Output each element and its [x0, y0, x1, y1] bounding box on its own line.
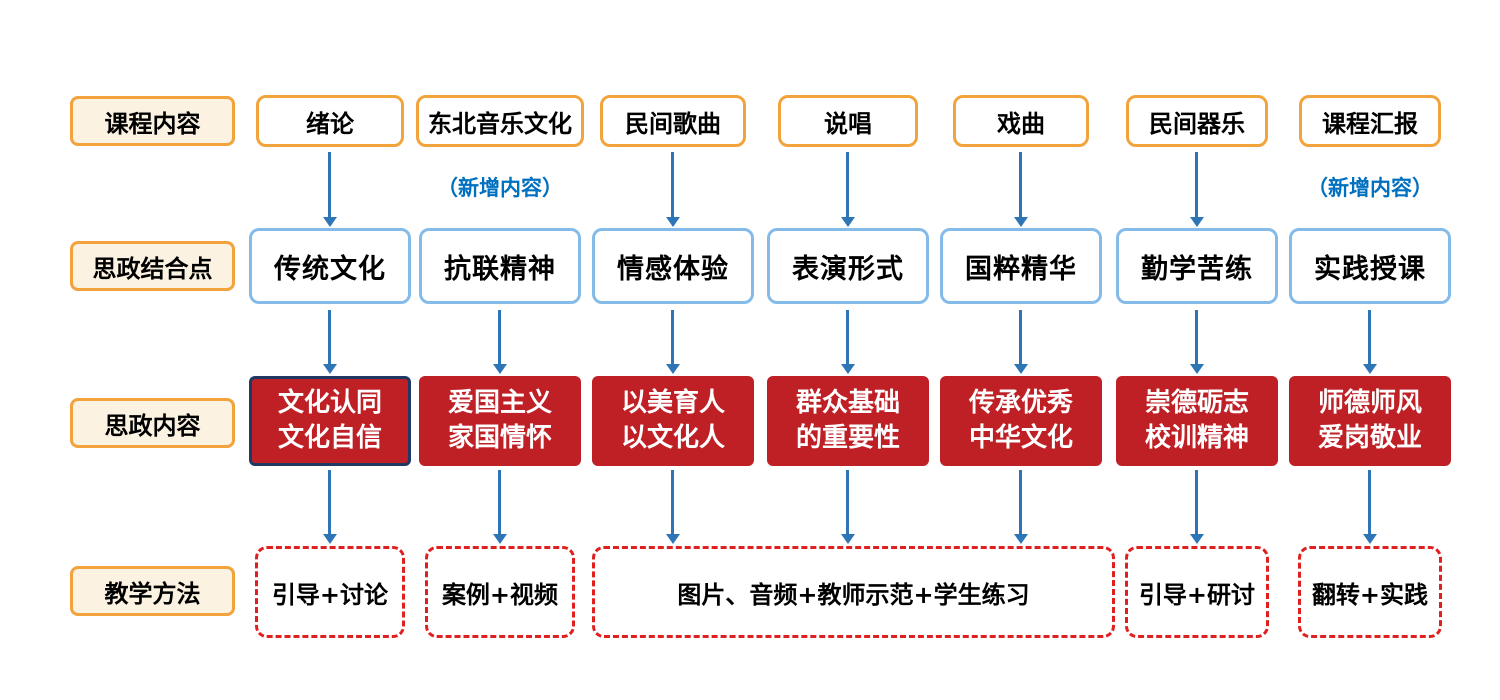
arrow-down-r2-c6 [1195, 310, 1198, 365]
content-box-cultural-confidence: 文化认同 文化自信 [249, 376, 411, 466]
arrow-down-r3-c2 [498, 470, 501, 535]
content-box-teacher-ethics: 师德师风 爱岗敬业 [1289, 376, 1451, 466]
row-label-teaching-methods: 教学方法 [70, 566, 235, 616]
arrow-down-r2-c7 [1368, 310, 1371, 365]
course-box-folk-instrument: 民间器乐 [1126, 95, 1268, 147]
content-box-school-motto: 崇德砺志 校训精神 [1116, 376, 1278, 466]
content-box-mass-base: 群众基础 的重要性 [767, 376, 929, 466]
arrow-down-r1-c1 [328, 152, 331, 218]
arrow-down-r3-c3 [671, 470, 674, 535]
new-content-note-col2: （新增内容） [437, 176, 563, 200]
point-box-kanglian-spirit: 抗联精神 [419, 228, 581, 304]
arrow-down-r1-c5 [1019, 152, 1022, 218]
arrow-down-r1-c3 [671, 152, 674, 218]
content-box-aesthetic-education: 以美育人 以文化人 [592, 376, 754, 466]
row-label-course-content: 课程内容 [70, 96, 235, 146]
method-box-flipped-practice: 翻转+实践 [1298, 546, 1442, 638]
content-line: 家国情怀 [447, 423, 552, 453]
row-label-ideology-points: 思政结合点 [70, 241, 235, 291]
content-line: 群众基础 [795, 387, 900, 418]
content-line: 中华文化 [968, 423, 1073, 453]
arrow-down-r3-c4 [846, 470, 849, 535]
content-box-chinese-culture: 传承优秀 中华文化 [940, 376, 1102, 466]
content-line: 文化自信 [277, 423, 382, 453]
content-line: 文化认同 [277, 387, 382, 418]
arrow-down-r3-c5 [1019, 470, 1022, 535]
arrow-down-r2-c4 [846, 310, 849, 365]
arrow-down-r1-c4 [846, 152, 849, 218]
content-line: 校训精神 [1144, 423, 1249, 453]
arrow-down-r3-c6 [1195, 470, 1198, 535]
point-box-emotional-experience: 情感体验 [592, 228, 754, 304]
point-box-performance-form: 表演形式 [767, 228, 929, 304]
point-box-diligent-practice: 勤学苦练 [1116, 228, 1278, 304]
content-line: 师德师风 [1317, 387, 1422, 418]
course-box-opera: 戏曲 [953, 95, 1089, 147]
content-line: 的重要性 [795, 423, 900, 453]
content-line: 崇德砺志 [1144, 387, 1249, 418]
method-box-demo-practice: 图片、音频+教师示范+学生练习 [592, 546, 1115, 638]
course-box-shuochang: 说唱 [778, 95, 918, 147]
course-box-folk-songs: 民间歌曲 [600, 95, 746, 147]
content-line: 以文化人 [620, 423, 725, 453]
content-line: 以美育人 [620, 387, 725, 418]
arrow-down-r2-c1 [328, 310, 331, 365]
course-box-course-report: 课程汇报 [1299, 95, 1441, 147]
method-box-guide-seminar: 引导+研讨 [1125, 546, 1269, 638]
method-box-case-video: 案例+视频 [425, 546, 575, 638]
course-box-northeast-music: 东北音乐文化 [416, 95, 584, 147]
point-box-national-essence: 国粹精华 [940, 228, 1102, 304]
arrow-down-r2-c2 [498, 310, 501, 365]
arrow-down-r2-c5 [1019, 310, 1022, 365]
content-box-patriotism: 爱国主义 家国情怀 [419, 376, 581, 466]
arrow-down-r2-c3 [671, 310, 674, 365]
arrow-down-r3-c1 [328, 470, 331, 535]
arrow-down-r3-c7 [1368, 470, 1371, 535]
course-box-intro: 绪论 [256, 95, 404, 147]
point-box-traditional-culture: 传统文化 [249, 228, 411, 304]
new-content-note-col7: （新增内容） [1307, 176, 1433, 200]
arrow-down-r1-c6 [1195, 152, 1198, 218]
content-line: 爱国主义 [447, 387, 552, 418]
method-box-guide-discussion: 引导+讨论 [255, 546, 405, 638]
point-box-practical-teaching: 实践授课 [1289, 228, 1451, 304]
content-line: 传承优秀 [968, 387, 1073, 418]
content-line: 爱岗敬业 [1317, 423, 1422, 453]
row-label-ideology-content: 思政内容 [70, 398, 235, 448]
